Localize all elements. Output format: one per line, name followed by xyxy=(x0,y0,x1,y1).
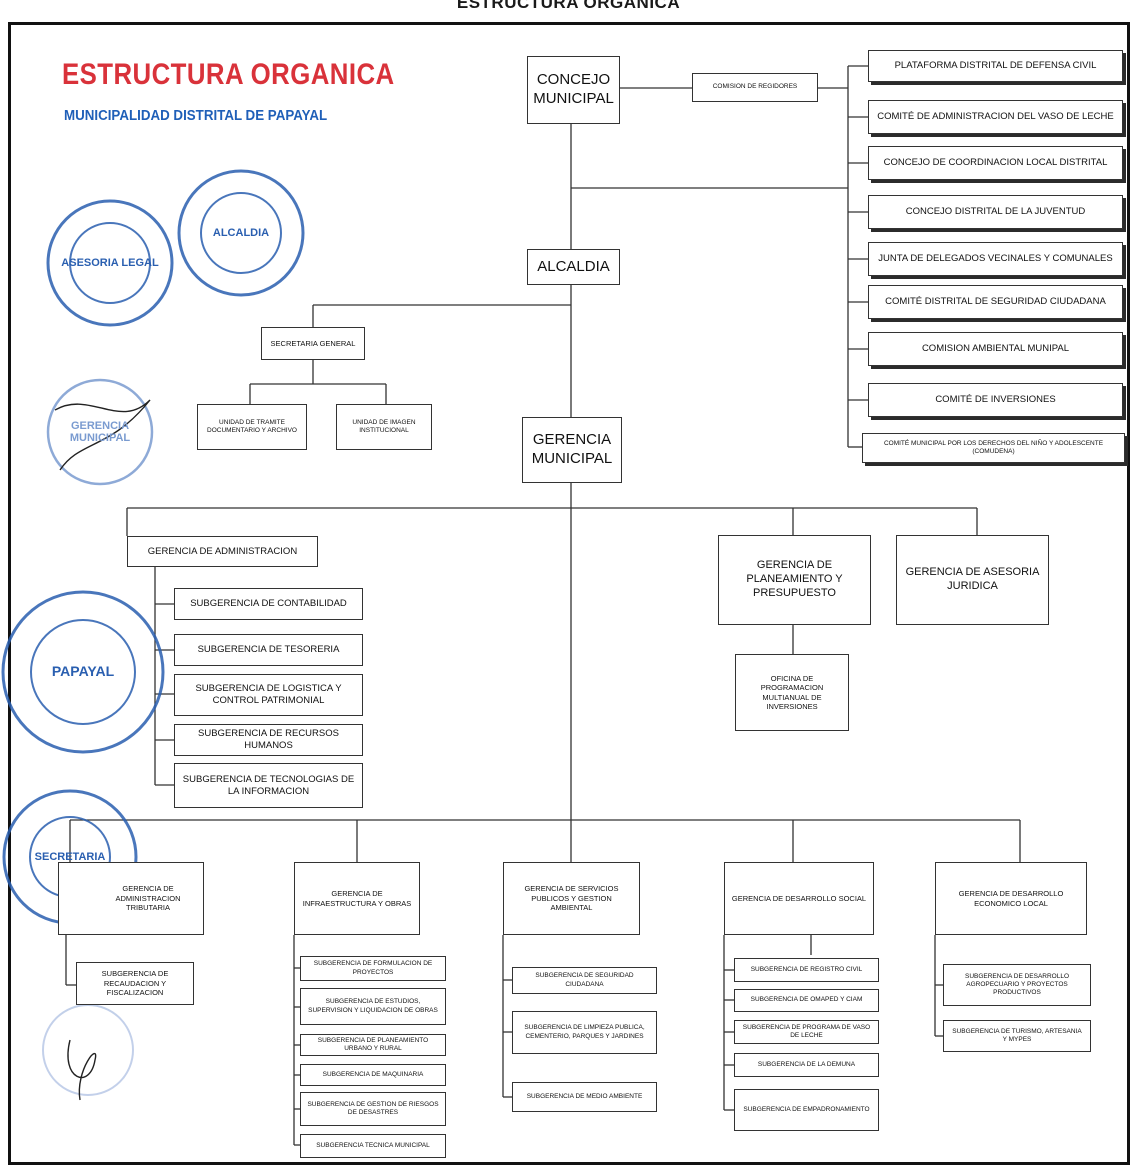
chart-frame xyxy=(8,22,1130,1165)
subgerencia-planeamiento-urbano-box: SUBGERENCIA DE PLANEAMIENTO URBANO Y RUR… xyxy=(300,1034,446,1056)
rrhh-stamp xyxy=(1,590,165,754)
subgerencia-omaped-box: SUBGERENCIA DE OMAPED Y CIAM xyxy=(734,989,879,1012)
committee-box-9: COMITÉ MUNICIPAL POR LOS DERECHOS DEL NI… xyxy=(862,433,1125,463)
gerencia-desarrollo-social-box: GERENCIA DE DESARROLLO SOCIAL xyxy=(724,862,874,935)
subgerencia-demuna-box: SUBGERENCIA DE LA DEMUNA xyxy=(734,1053,879,1077)
subgerencia-registro-civil-box: SUBGERENCIA DE REGISTRO CIVIL xyxy=(734,958,879,982)
committee-box-5: JUNTA DE DELEGADOS VECINALES Y COMUNALES xyxy=(868,242,1123,276)
gerencia-tributaria-box: GERENCIA DE ADMINISTRACION TRIBUTARIA xyxy=(58,862,204,935)
committee-box-6: COMITÉ DISTRITAL DE SEGURIDAD CIUDADANA xyxy=(868,285,1123,319)
gerencia-desarrollo-economico-box: GERENCIA DE DESARROLLO ECONOMICO LOCAL xyxy=(935,862,1087,935)
secretaria-seal: SECRETARIA xyxy=(34,850,106,863)
gerencia-administracion-box: GERENCIA DE ADMINISTRACION xyxy=(127,536,318,567)
gerencia-servicios-box: GERENCIA DE SERVICIOS PUBLICOS Y GESTION… xyxy=(503,862,640,935)
chart-title: ESTRUCTURA ORGANICA xyxy=(62,58,395,91)
committee-box-7: COMISION AMBIENTAL MUNIPAL xyxy=(868,332,1123,366)
unidad-tramite-box: UNIDAD DE TRAMITE DOCUMENTARIO Y ARCHIVO xyxy=(197,404,307,450)
subgerencia-tesoreria-box: SUBGERENCIA DE TESORERIA xyxy=(174,634,363,666)
subgerencia-limpieza-box: SUBGERENCIA DE LIMPIEZA PUBLICA, CEMENTE… xyxy=(512,1011,657,1054)
alcaldia-seal: ALCALDIA xyxy=(212,226,270,239)
committee-box-3: CONCEJO DE COORDINACION LOCAL DISTRITAL xyxy=(868,146,1123,180)
subgerencia-estudios-box: SUBGERENCIA DE ESTUDIOS, SUPERVISION Y L… xyxy=(300,988,446,1025)
alcaldia-box: ALCALDIA xyxy=(527,249,620,285)
subgerencia-tecnica-box: SUBGERENCIA TECNICA MUNICIPAL xyxy=(300,1134,446,1158)
gerencia-municipal-box: GERENCIA MUNICIPAL xyxy=(522,417,622,483)
rrhh-seal: PAPAYAL xyxy=(51,663,115,680)
asesoria-seal: ASESORIA LEGAL xyxy=(61,256,159,269)
committee-box-4: CONCEJO DISTRITAL DE LA JUVENTUD xyxy=(868,195,1123,229)
gerencia-planeamiento-box: GERENCIA DE PLANEAMIENTO Y PRESUPUESTO xyxy=(718,535,871,625)
subgerencia-tecnologias-box: SUBGERENCIA DE TECNOLOGIAS DE LA INFORMA… xyxy=(174,763,363,808)
subgerencia-medio-ambiente-box: SUBGERENCIA DE MEDIO AMBIENTE xyxy=(512,1082,657,1112)
gerencia-stamp xyxy=(46,378,154,486)
committee-box-8: COMITÉ DE INVERSIONES xyxy=(868,383,1123,417)
subgerencia-riesgos-box: SUBGERENCIA DE GESTION DE RIESGOS DE DES… xyxy=(300,1092,446,1126)
page-title: ESTRUCTURA ORGANICA xyxy=(456,0,681,12)
secretaria-general-box: SECRETARIA GENERAL xyxy=(261,327,365,360)
comision-regidores-box: COMISION DE REGIDORES xyxy=(692,73,818,102)
committee-box-1: PLATAFORMA DISTRITAL DE DEFENSA CIVIL xyxy=(868,50,1123,82)
subgerencia-recaudacion-box: SUBGERENCIA DE RECAUDACION Y FISCALIZACI… xyxy=(76,962,194,1005)
committee-box-2: COMITÉ DE ADMINISTRACION DEL VASO DE LEC… xyxy=(868,100,1123,134)
subgerencia-logistica-box: SUBGERENCIA DE LOGISTICA Y CONTROL PATRI… xyxy=(174,674,363,716)
subgerencia-contabilidad-box: SUBGERENCIA DE CONTABILIDAD xyxy=(174,588,363,620)
asesoria-stamp xyxy=(46,199,174,327)
subgerencia-empadronamiento-box: SUBGERENCIA DE EMPADRONAMIENTO xyxy=(734,1089,879,1131)
oficina-programacion-box: OFICINA DE PROGRAMACION MULTIANUAL DE IN… xyxy=(735,654,849,731)
subgerencia-rrhh-box: SUBGERENCIA DE RECURSOS HUMANOS xyxy=(174,724,363,756)
concejo-municipal-box: CONCEJO MUNICIPAL xyxy=(527,56,620,124)
subgerencia-agropecuario-box: SUBGERENCIA DE DESARROLLO AGROPECUARIO Y… xyxy=(943,964,1091,1006)
gerencia-infraestructura-box: GERENCIA DE INFRAESTRUCTURA Y OBRAS xyxy=(294,862,420,935)
gerencia-seal: GERENCIA MUNICIPAL xyxy=(69,419,131,444)
subgerencia-formulacion-box: SUBGERENCIA DE FORMULACION DE PROYECTOS xyxy=(300,956,446,981)
alcaldia-stamp xyxy=(177,169,305,297)
gerencia-asesoria-box: GERENCIA DE ASESORIA JURIDICA xyxy=(896,535,1049,625)
subgerencia-vaso-leche-box: SUBGERENCIA DE PROGRAMA DE VASO DE LECHE xyxy=(734,1020,879,1044)
subgerencia-maquinaria-box: SUBGERENCIA DE MAQUINARIA xyxy=(300,1064,446,1086)
unidad-imagen-box: UNIDAD DE IMAGEN INSTITUCIONAL xyxy=(336,404,432,450)
subgerencia-turismo-box: SUBGERENCIA DE TURISMO, ARTESANIA Y MYPE… xyxy=(943,1020,1091,1052)
subgerencia-seguridad-box: SUBGERENCIA DE SEGURIDAD CIUDADANA xyxy=(512,967,657,994)
chart-subtitle: MUNICIPALIDAD DISTRITAL DE PAPAYAL xyxy=(64,108,328,124)
